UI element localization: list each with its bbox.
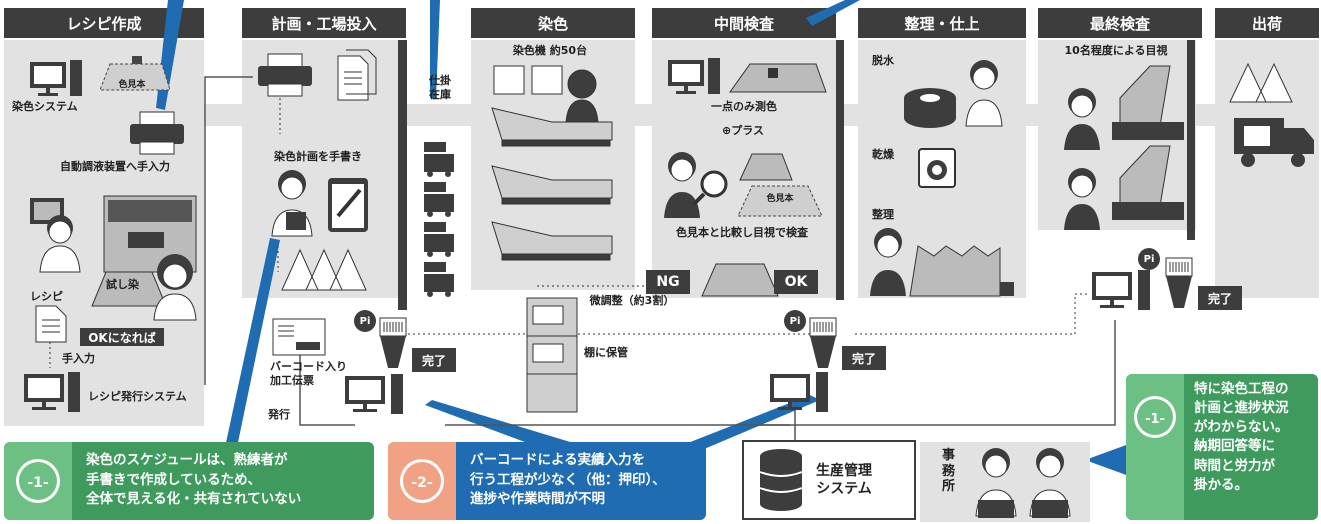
callout-schedule: -1- 染色のスケジュールは、熟練者が 手書きで作成しているため、 全体で見える… xyxy=(4,442,374,520)
issue-label: 発行 xyxy=(268,408,290,421)
printer-icon xyxy=(258,53,312,97)
header-mid-inspection: 中間検査 xyxy=(652,8,836,38)
header-final-inspection: 最終検査 xyxy=(1038,8,1202,38)
plus-icon: ⊕ xyxy=(722,124,732,137)
callout-barcode: -2- バーコードによる実績入力を 行う工程が少なく（他：押印）、 進捗や作業時… xyxy=(388,442,706,520)
paper-stack-icon xyxy=(337,49,377,101)
one-point-label: 一点のみ測色 xyxy=(711,100,777,113)
pi-badge: Pi xyxy=(784,310,806,332)
callout-progress-text: 特に染色工程の 計画と進捗状況 がわからない。 納期回答等に 時間と労力が 掛か… xyxy=(1194,381,1289,493)
auto-dispense-label: 自動調液装置へ手入力 xyxy=(60,160,170,173)
plus-label: ⊕プラス xyxy=(722,124,764,138)
callout-number: -2- xyxy=(411,475,433,491)
dry-label: 乾燥 xyxy=(872,148,894,161)
barcode-scanner-icon xyxy=(1165,257,1193,308)
dryer-icon xyxy=(918,148,956,188)
inspector-icon xyxy=(664,152,793,218)
pi-badge: Pi xyxy=(1138,248,1160,270)
final-inspectors-icon xyxy=(1064,65,1184,230)
header-shipping: 出荷 xyxy=(1215,8,1319,38)
fabric-ng-ok-icon xyxy=(701,263,779,297)
callout-number: -1- xyxy=(27,475,49,491)
barcode-slip-icon xyxy=(272,318,326,356)
ok-badge: OK xyxy=(774,270,818,294)
header-finishing: 整理・仕上 xyxy=(858,8,1026,38)
carts-icon xyxy=(424,142,454,297)
dye-machines-label: 染色機 約50台 xyxy=(512,44,588,57)
ng-badge: NG xyxy=(646,270,690,294)
compare-label: 色見本と比較し目視で検査 xyxy=(676,226,808,239)
office-label: 事 務 所 xyxy=(942,448,956,495)
complete-badge: 完了 xyxy=(1198,286,1242,310)
manual-input-label: 手入力 xyxy=(62,352,95,365)
printer-icon xyxy=(130,111,184,155)
handwrite-plan-label: 染色計画を手書き xyxy=(274,150,362,163)
fabric-rolls-icon xyxy=(281,248,367,291)
female-worker-icon xyxy=(153,254,197,321)
divider-bar xyxy=(836,40,844,300)
callout-barcode-text: バーコードによる実績入力を 行う工程が少なく（他：押印）、 進捗や作業時間が不明 xyxy=(470,452,666,508)
recipe-label: レシピ xyxy=(30,290,63,303)
worker-badge-icon: -2- xyxy=(388,442,456,520)
pi-badge: Pi xyxy=(354,310,376,332)
barcode-scanner-icon xyxy=(379,317,407,368)
database-icon xyxy=(759,449,803,511)
shipping-icon xyxy=(1229,62,1314,167)
dye-machines-icon xyxy=(491,65,613,261)
flow-band xyxy=(204,104,1319,126)
computer-icon xyxy=(345,374,403,414)
divider-bar xyxy=(398,40,407,310)
header-planning: 計画・工場投入 xyxy=(242,8,406,38)
callout-progress: -1- 特に染色工程の 計画と進捗状況 がわからない。 納期回答等に 時間と労力… xyxy=(1126,374,1318,520)
colorimeter-icon xyxy=(729,63,827,93)
recipe-system-label: レシピ発行システム xyxy=(88,390,187,403)
worker-badge-icon: -1- xyxy=(1126,374,1184,520)
barcode-slip-label: バーコード入り 加工伝票 xyxy=(270,360,347,388)
worker-badge-icon: -1- xyxy=(4,442,72,520)
computer-icon xyxy=(24,372,80,412)
plus-text: プラス xyxy=(731,124,764,137)
office-workers-icon xyxy=(975,448,1071,518)
trial-dye-label: 試し染 xyxy=(106,278,139,291)
header-dyeing: 染色 xyxy=(471,8,635,38)
adjust-label: 微調整（約3割） xyxy=(589,294,675,307)
barcode-scanner-icon xyxy=(809,317,837,368)
computer-icon xyxy=(30,60,82,96)
dewater-icon xyxy=(904,60,1003,128)
document-icon xyxy=(35,305,67,343)
lab-worker-icon xyxy=(30,195,197,273)
color-sample-label: 色見本 xyxy=(118,80,146,90)
wip-label: 仕掛 在庫 xyxy=(429,74,451,102)
ok-if-badge: OKになれば xyxy=(80,328,164,346)
colorimeter-icon xyxy=(99,56,171,91)
color-sample-icon xyxy=(737,185,823,217)
complete-badge: 完了 xyxy=(842,346,886,370)
production-system-label: 生産管理 システム xyxy=(816,463,872,498)
storage-shelf-icon xyxy=(526,297,578,413)
visual-check-label: 10名程度による目視 xyxy=(1064,44,1168,57)
arrange-icon xyxy=(870,228,1014,297)
computer-icon xyxy=(770,372,828,412)
arrange-label: 整理 xyxy=(872,208,894,221)
complete-badge: 完了 xyxy=(412,348,456,372)
dye-system-label: 染色システム xyxy=(12,100,78,113)
color-sample-label: 色見本 xyxy=(766,194,794,204)
planner-worker-icon xyxy=(271,170,368,237)
shelf-label: 棚に保管 xyxy=(584,346,628,359)
divider-bar xyxy=(1187,40,1195,240)
computer-icon xyxy=(1092,270,1150,310)
computer-icon xyxy=(668,58,720,94)
dewater-label: 脱水 xyxy=(872,54,894,67)
callout-number: -1- xyxy=(1145,412,1165,427)
callout-schedule-text: 染色のスケジュールは、熟練者が 手書きで作成しているため、 全体で見える化・共有… xyxy=(86,452,302,508)
